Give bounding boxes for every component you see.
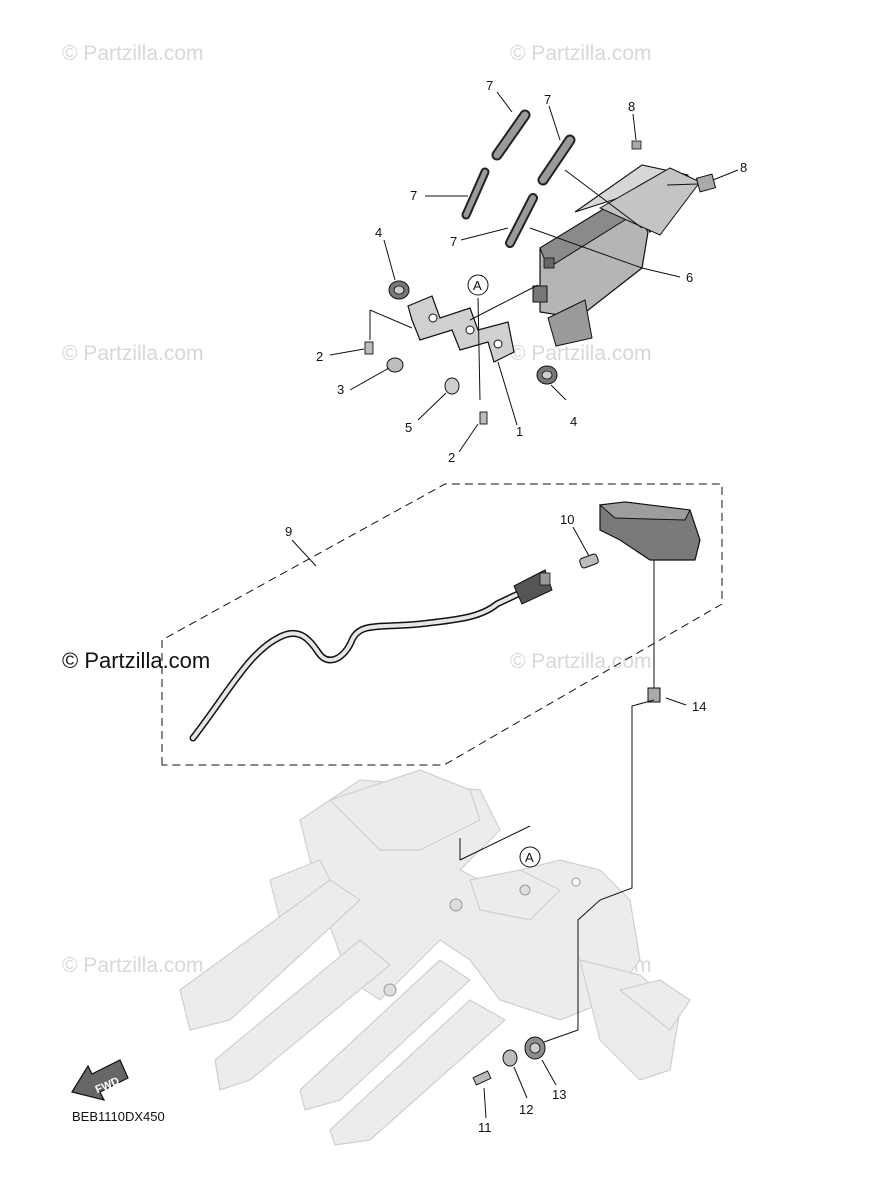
- sensor-lead-wire: [189, 569, 553, 742]
- callout-14: 14: [692, 699, 706, 714]
- callout-2: 2: [448, 450, 455, 465]
- partzilla-watermark: © Partzilla.com: [62, 648, 210, 673]
- watermark: © Partzilla.com: [62, 954, 204, 977]
- callout-8: 8: [740, 160, 747, 175]
- callout-6: 6: [686, 270, 693, 285]
- sensor-clip: [579, 553, 599, 569]
- sensor-cover: [598, 501, 701, 561]
- fastener-set: [364, 280, 558, 425]
- grommet: [647, 687, 661, 703]
- clip-set: [631, 140, 717, 193]
- callout-11: 11: [478, 1120, 492, 1135]
- callout-2: 2: [316, 349, 323, 364]
- watermark: © Partzilla.com: [62, 42, 204, 65]
- callout-7: 7: [544, 92, 551, 107]
- callout-4: 4: [570, 414, 577, 429]
- callout-9: 9: [285, 524, 292, 539]
- upper-leader-lines: [329, 91, 739, 453]
- bracket: [407, 295, 515, 363]
- lower-fastener-set: [472, 1036, 546, 1086]
- diagram-code: BEB1110DX450: [72, 1109, 165, 1124]
- callout-4: 4: [375, 225, 382, 240]
- callout-7: 7: [410, 188, 417, 203]
- watermark: © Partzilla.com: [510, 42, 652, 65]
- sensor-assembly-box: [161, 483, 723, 766]
- reference-marker-upper: A: [467, 274, 489, 296]
- middle-leader-lines: [291, 526, 687, 706]
- frame-assembly: [179, 769, 691, 1146]
- reference-marker-label: A: [473, 278, 482, 293]
- watermark: © Partzilla.com: [510, 342, 652, 365]
- fwd-arrow-icon: FWD: [71, 1059, 129, 1101]
- callout-10: 10: [560, 512, 574, 527]
- ecu-box: [532, 164, 701, 347]
- reference-marker-label: A: [525, 850, 534, 865]
- callout-13: 13: [552, 1087, 566, 1102]
- reference-marker-lower: A: [519, 846, 541, 868]
- callout-8: 8: [628, 99, 635, 114]
- callout-labels: 7 7 7 7 8 8 6 4 4 2 2 3 5 1 9 10 14 11 1…: [285, 78, 747, 1135]
- callout-12: 12: [519, 1102, 533, 1117]
- tube-set: [461, 109, 576, 248]
- watermark: © Partzilla.com: [510, 650, 652, 673]
- lower-leader-lines: [459, 699, 655, 1119]
- watermark: © Partzilla.com: [62, 342, 204, 365]
- callout-5: 5: [405, 420, 412, 435]
- callout-7: 7: [450, 234, 457, 249]
- callout-7: 7: [486, 78, 493, 93]
- callout-1: 1: [516, 424, 523, 439]
- callout-3: 3: [337, 382, 344, 397]
